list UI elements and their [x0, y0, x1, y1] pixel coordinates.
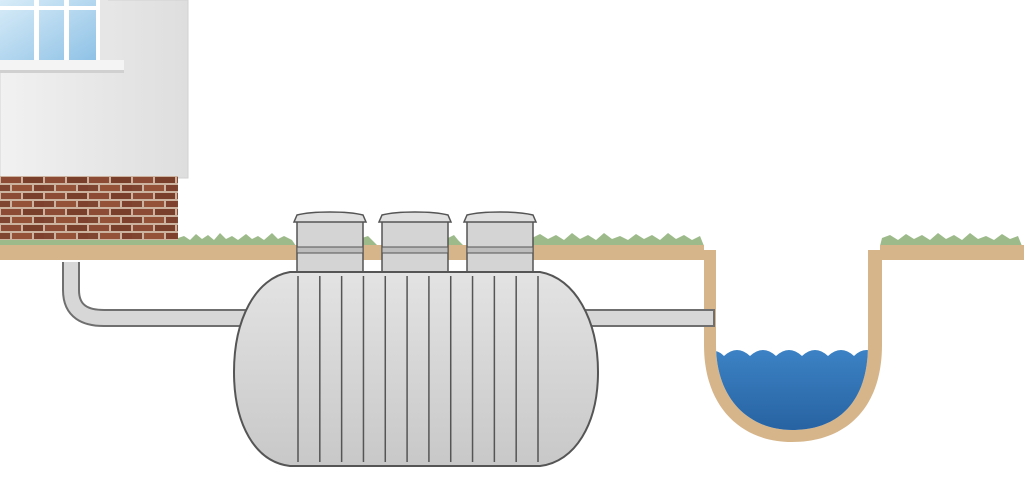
inlet-pipe [62, 262, 252, 327]
outlet-pipe [579, 309, 715, 327]
access-risers [292, 211, 538, 277]
access-riser [292, 211, 368, 277]
grass [0, 233, 1022, 246]
brick-foundation [0, 176, 178, 240]
septic-tank [232, 271, 600, 467]
house [0, 0, 189, 179]
window [0, 0, 124, 73]
access-riser [462, 211, 538, 277]
access-riser [377, 211, 453, 277]
water [716, 350, 868, 430]
drainage-pit [704, 250, 882, 442]
